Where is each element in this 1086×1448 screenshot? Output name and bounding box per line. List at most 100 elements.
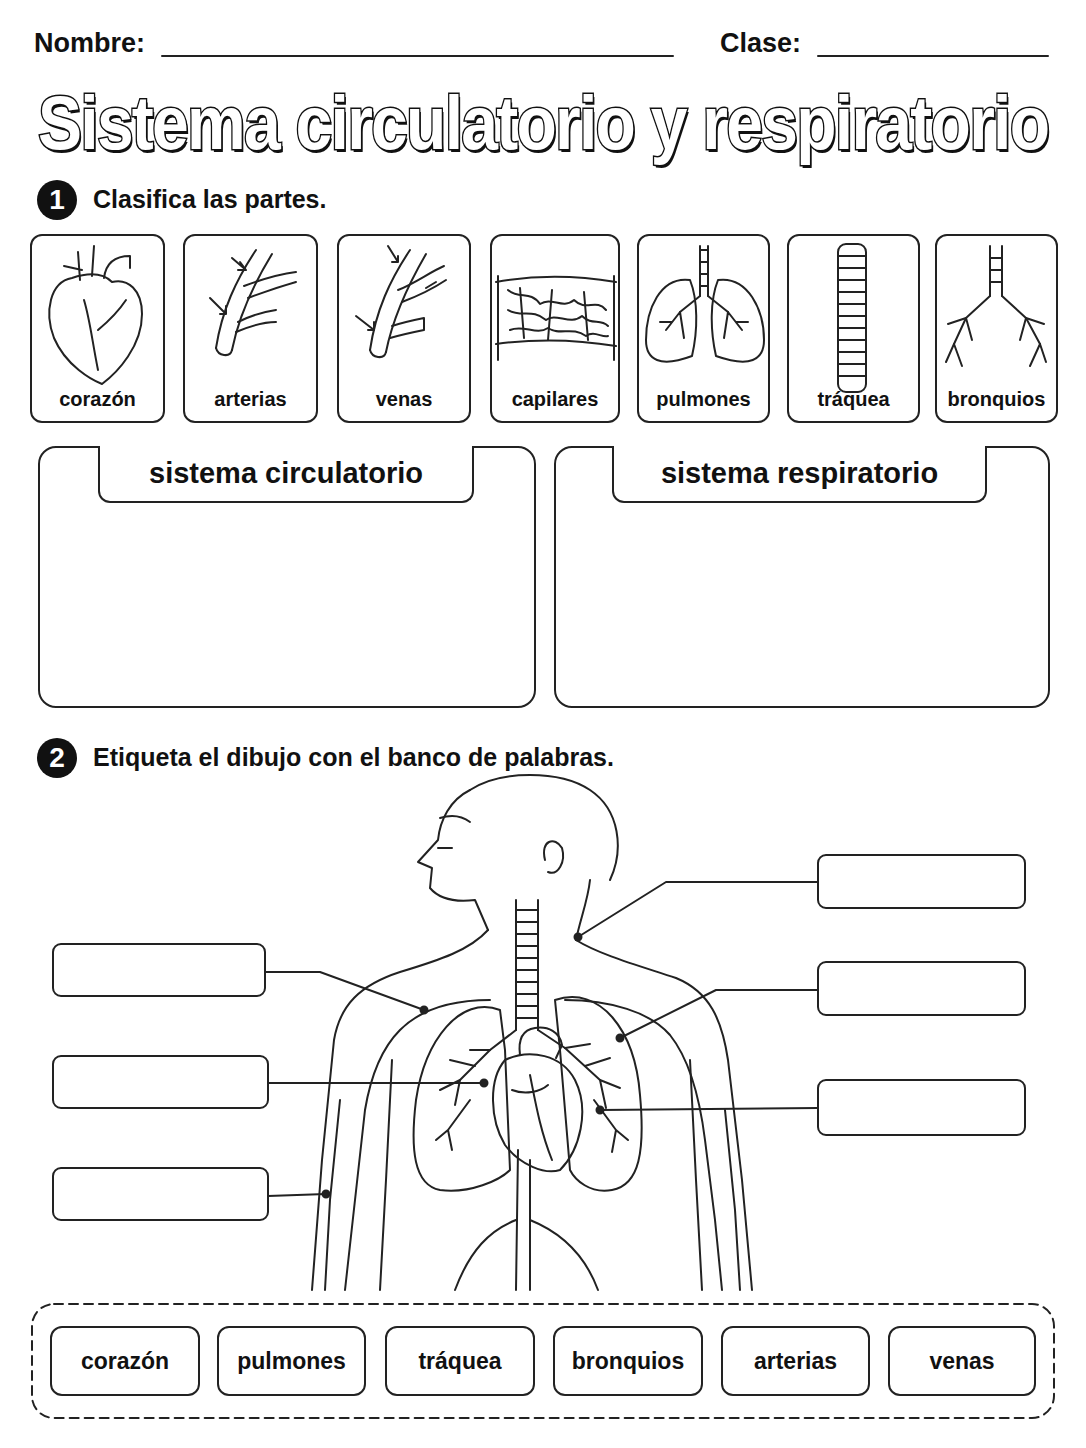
number-text: 1: [49, 184, 65, 216]
sort-heading: sistema respiratorio: [612, 446, 987, 503]
leader-dot: [421, 1007, 428, 1014]
capillary-icon: [496, 276, 616, 360]
artery-icon: [232, 258, 246, 270]
part-name: bronquios: [572, 1348, 684, 1375]
artery-icon: [236, 310, 276, 332]
leader-dot: [323, 1191, 330, 1198]
blood-vessels: [516, 1150, 530, 1290]
part-card: pulmones: [637, 234, 770, 423]
worksheet-title: Sistema circulatorio y respiratorio: [38, 78, 915, 168]
heart-drawing: [512, 1075, 552, 1160]
part-card: bronquios: [935, 234, 1058, 423]
part-name: venas: [929, 1348, 994, 1375]
name-lines: [162, 55, 1048, 57]
part-card: arterias: [183, 234, 318, 423]
leader-dot: [617, 1035, 624, 1042]
trachea-icon: [838, 244, 866, 392]
bronchi-icon: [990, 246, 1002, 296]
field-label: Nombre:: [34, 28, 145, 59]
body-outline: [418, 790, 488, 930]
part-name: arterias: [754, 1348, 837, 1375]
part-name: pulmones: [656, 388, 750, 411]
blood-vessels: [455, 1220, 598, 1290]
field-label: Clase:: [720, 28, 801, 59]
leader-line: [600, 1108, 818, 1110]
blood-vessels: [325, 1100, 740, 1290]
lungs-drawing: [436, 1050, 490, 1150]
capillary-icon: [520, 288, 588, 340]
lungs-drawing: [414, 1007, 510, 1191]
vein-icon: [426, 282, 436, 288]
part-name: venas: [376, 388, 433, 411]
bronchi-icon: [946, 318, 1046, 366]
body-outline: [380, 1060, 702, 1290]
empty-label-box: [818, 1080, 1025, 1135]
capillary-icon: [498, 276, 614, 360]
artery-icon: [210, 250, 296, 355]
part-card: corazón: [30, 234, 165, 423]
word-bank-box: pulmones: [217, 1326, 366, 1396]
word-bank-box: bronquios: [553, 1326, 703, 1396]
sort-box: sistema respiratorio: [554, 446, 1050, 708]
empty-label-box: [53, 1056, 268, 1108]
number-text: 2: [49, 742, 65, 774]
leader-line: [268, 1082, 484, 1084]
word-bank-box: corazón: [50, 1326, 200, 1396]
empty-label-box: [53, 855, 1025, 1220]
blood-vessels: [565, 1000, 722, 1290]
part-name: pulmones: [237, 1348, 346, 1375]
trachea-icon: [838, 256, 866, 376]
lungs-icon: [646, 246, 764, 362]
word-bank-box: venas: [888, 1326, 1036, 1396]
artery-icon: [216, 348, 232, 355]
part-name: tráquea: [418, 1348, 501, 1375]
lungs-icon: [646, 280, 696, 362]
lungs-drawing: [565, 1044, 628, 1152]
trachea-drawing: [516, 910, 538, 1018]
lungs-drawing: [414, 997, 642, 1191]
instruction-text: Etiqueta el dibujo con el banco de palab…: [93, 743, 614, 772]
heart-icon: [84, 300, 126, 370]
part-card: capilares: [490, 234, 620, 423]
part-card: tráquea: [787, 234, 920, 423]
instruction-text: Clasifica las partes.: [93, 185, 326, 214]
leader-line: [268, 1194, 326, 1196]
part-name: capilares: [512, 388, 599, 411]
leader-line: [265, 882, 818, 1196]
step-number: 1: [37, 180, 77, 220]
leader-dot: [481, 1080, 488, 1087]
artery-icon: [244, 272, 296, 298]
part-name: tráquea: [817, 388, 889, 411]
trachea-icon: [838, 244, 866, 392]
lungs-icon: [700, 246, 708, 296]
vein-icon: [356, 246, 446, 357]
blood-vessels: [345, 1000, 490, 1290]
heart-icon: [49, 275, 142, 384]
leader-dot: [323, 934, 624, 1198]
body-outline: [470, 775, 618, 880]
word-bank-box: tráquea: [385, 1326, 535, 1396]
vein-icon: [356, 316, 374, 330]
vein-icon: [398, 266, 446, 302]
blood-vessels: [325, 1000, 740, 1290]
body-outline: [544, 841, 563, 872]
sort-heading: sistema circulatorio: [98, 446, 474, 503]
heart-icon: [49, 246, 142, 384]
empty-label-box: [818, 962, 1025, 1015]
heart-icon: [64, 246, 130, 280]
part-name: corazón: [81, 1348, 169, 1375]
name-lines: [818, 55, 1048, 57]
empty-label-box: [53, 1168, 268, 1220]
trachea-drawing: [516, 900, 538, 1030]
step-number: 2: [37, 738, 77, 778]
artery-icon: [216, 250, 272, 350]
word-bank-box: arterias: [721, 1326, 870, 1396]
leader-line: [265, 972, 424, 1010]
heart-drawing: [520, 1028, 562, 1058]
sort-box: sistema circulatorio: [38, 446, 536, 708]
capillary-icon: [496, 277, 616, 346]
part-card: venas: [337, 234, 471, 423]
body-outline: [312, 775, 752, 1290]
